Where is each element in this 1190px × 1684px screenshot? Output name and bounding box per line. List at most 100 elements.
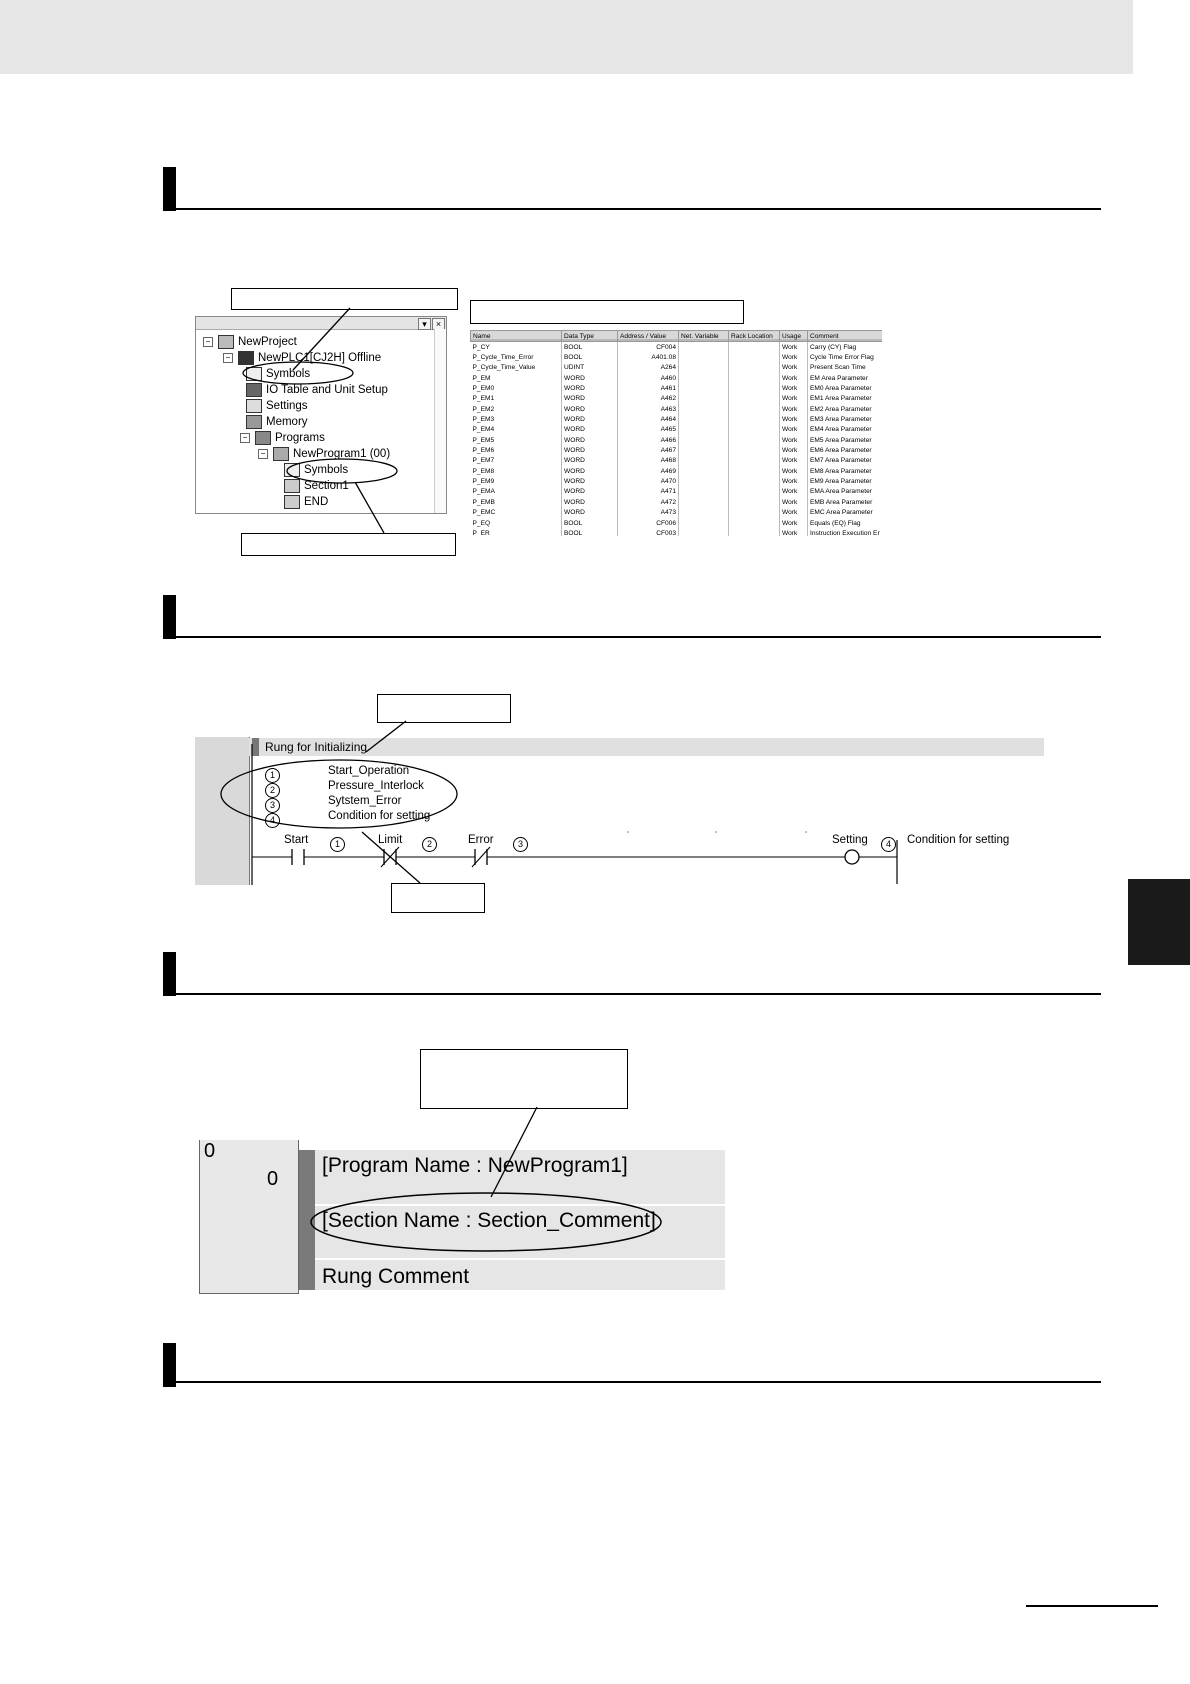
tree-scrollbar[interactable] xyxy=(434,329,446,513)
section-comment-area xyxy=(299,1150,725,1290)
table-cell: CF006 xyxy=(617,517,679,529)
rung-title: Rung for Initializing xyxy=(265,740,368,754)
table-cell: WORD xyxy=(561,393,618,405)
tree-item-label: NewPLC1[CJ2H] Offline xyxy=(258,352,382,364)
table-cell xyxy=(678,507,729,518)
table-cell xyxy=(678,517,729,529)
rung-number: 0 xyxy=(267,1168,279,1190)
rung-number-column: 0 0 xyxy=(199,1140,299,1294)
program-icon xyxy=(273,447,289,461)
dropdown-icon[interactable]: ▾ xyxy=(418,318,431,330)
section-mark xyxy=(163,952,176,996)
callout-box-section-comment xyxy=(420,1049,628,1109)
table-cell: P_ER xyxy=(470,528,562,536)
collapse-icon[interactable]: − xyxy=(240,433,250,443)
column-header[interactable]: Usage xyxy=(779,330,808,342)
tree-item-label: Symbols xyxy=(304,464,349,476)
collapse-icon[interactable]: − xyxy=(203,337,213,347)
table-cell: Work xyxy=(779,528,808,536)
callout-box-rung-comment xyxy=(377,694,511,723)
table-cell xyxy=(678,352,729,363)
table-cell: Work xyxy=(779,414,808,425)
highlight-ellipse xyxy=(220,759,458,829)
table-cell: A468 xyxy=(617,455,679,467)
contact-error-nc xyxy=(471,846,491,868)
table-cell: A401.08 xyxy=(617,352,679,363)
io-table-icon xyxy=(246,383,262,397)
table-cell: A464 xyxy=(617,414,679,425)
tree-item-program[interactable]: − NewProgram1 (00) xyxy=(258,446,390,462)
comment-num: 2 xyxy=(265,780,280,798)
leader-line xyxy=(292,307,351,371)
leader-line xyxy=(354,481,385,534)
tree-item-label: NewProject xyxy=(238,336,297,348)
table-cell: EM Area Parameter xyxy=(807,373,882,384)
section-mark xyxy=(163,167,176,211)
tree-item-programs[interactable]: − Programs xyxy=(240,430,325,446)
coil-comment: Condition for setting xyxy=(907,834,1010,846)
table-cell: Work xyxy=(779,486,808,498)
column-header[interactable]: Data Type xyxy=(561,330,618,342)
table-cell xyxy=(678,476,729,487)
contact-num: 3 xyxy=(513,834,528,852)
tree-item-project[interactable]: − NewProject xyxy=(203,334,297,350)
column-header[interactable]: Address / Value xyxy=(617,330,679,342)
tree-item-global-symbols[interactable]: Symbols xyxy=(246,366,310,382)
tree-item-memory[interactable]: Memory xyxy=(246,414,308,430)
table-cell: P_EM0 xyxy=(470,383,562,394)
collapse-icon[interactable]: − xyxy=(223,353,233,363)
collapse-icon[interactable]: − xyxy=(258,449,268,459)
divider xyxy=(315,1204,725,1206)
table-cell: WORD xyxy=(561,424,618,436)
table-cell: Work xyxy=(779,424,808,436)
footer-rule xyxy=(1026,1605,1158,1607)
table-cell: P_EM9 xyxy=(470,476,562,487)
column-header[interactable]: Comment xyxy=(807,330,882,342)
tree-item-end[interactable]: END xyxy=(284,494,328,510)
table-cell: Work xyxy=(779,341,808,353)
column-header[interactable]: Name xyxy=(470,330,562,342)
comment-line: Condition for setting xyxy=(328,810,431,822)
callout-box-io-comment xyxy=(391,883,485,913)
table-cell: Carry (CY) Flag xyxy=(807,341,882,353)
table-cell xyxy=(678,341,729,353)
table-cell: Work xyxy=(779,497,808,508)
tree-item-settings[interactable]: Settings xyxy=(246,398,308,414)
table-cell xyxy=(728,445,780,456)
rung-marker xyxy=(252,738,259,756)
table-cell: A473 xyxy=(617,507,679,518)
table-cell: A469 xyxy=(617,466,679,477)
tree-item-plc[interactable]: − NewPLC1[CJ2H] Offline xyxy=(223,350,381,366)
tree-item-io-table[interactable]: IO Table and Unit Setup xyxy=(246,382,388,398)
table-cell: Work xyxy=(779,445,808,456)
table-cell: WORD xyxy=(561,507,618,518)
table-cell: Cycle Time Error Flag xyxy=(807,352,882,363)
table-cell: WORD xyxy=(561,497,618,508)
highlight-ellipse xyxy=(242,361,354,385)
table-cell: P_EM8 xyxy=(470,466,562,477)
table-cell xyxy=(728,352,780,363)
column-header[interactable]: Rack Location xyxy=(728,330,780,342)
program-name-comment: [Program Name : NewProgram1] xyxy=(322,1154,628,1177)
table-cell xyxy=(728,373,780,384)
